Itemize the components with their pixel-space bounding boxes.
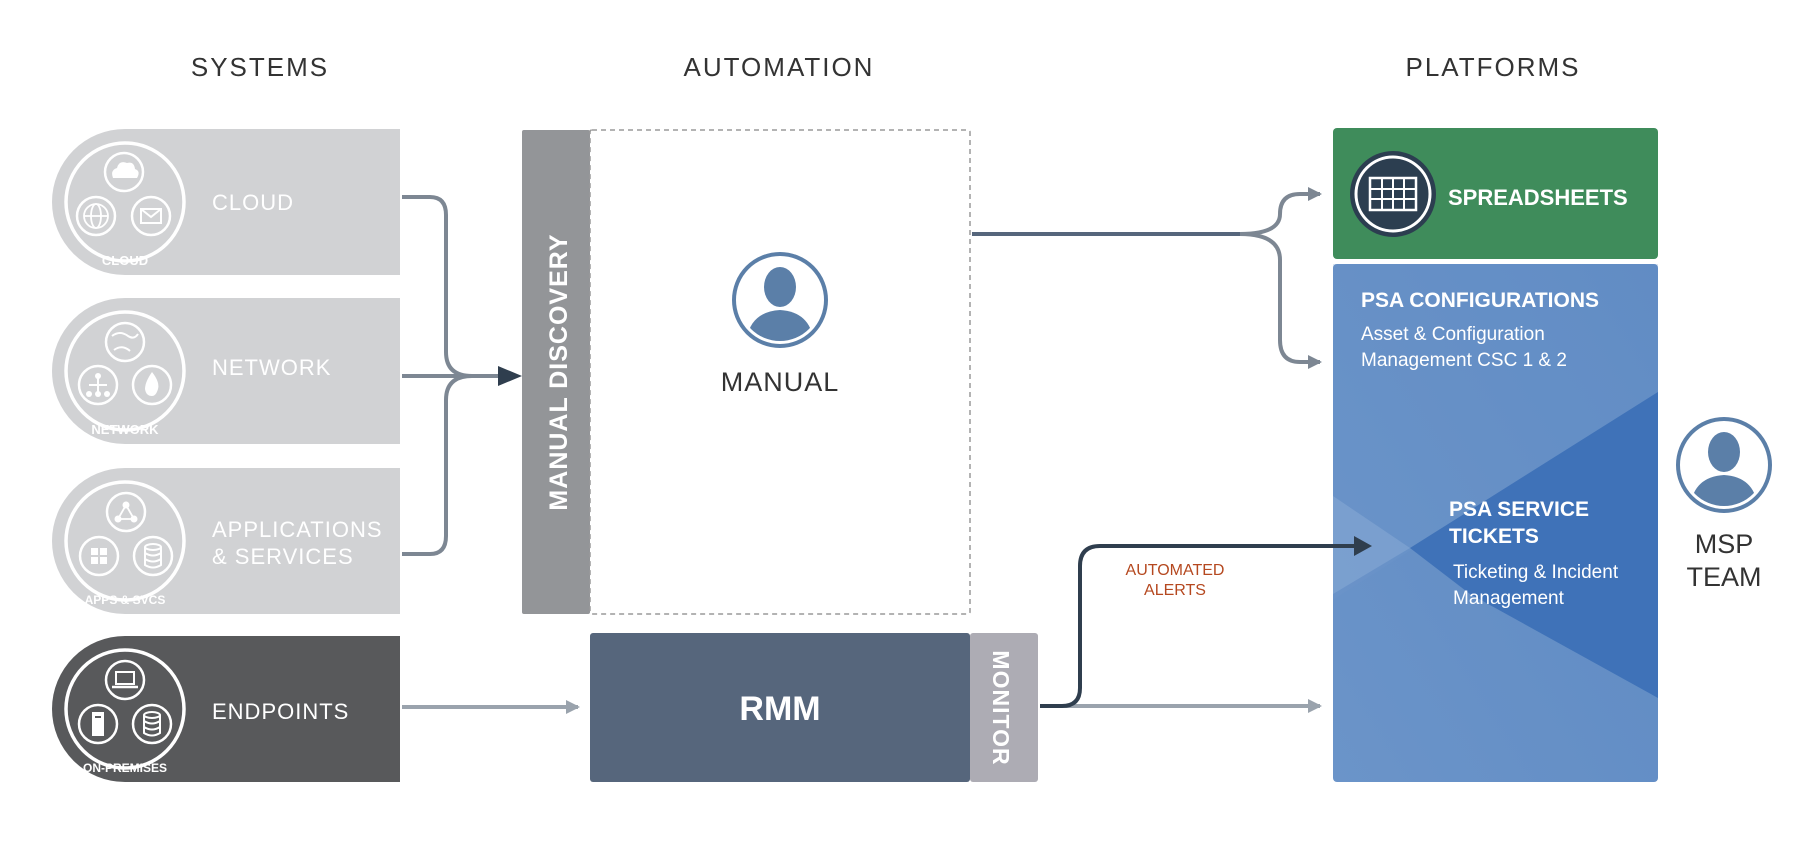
psa-tickets-line1: PSA SERVICE [1449,498,1589,521]
systems-to-discovery-connectors [402,195,500,556]
manual-to-platforms-connectors [972,187,1322,369]
psa-tickets-desc1: Ticketing & Incident [1453,562,1619,583]
world-icon [104,321,146,363]
network-topology-icon [77,364,119,406]
mail-icon [130,195,172,237]
laptop-icon [104,659,146,701]
psa-tickets-shade [1410,392,1658,698]
cloud-badge-text: CLOUD [102,253,148,268]
system-network-label: NETWORK [212,355,331,380]
psa-config-title: PSA CONFIGURATIONS [1361,289,1599,312]
system-apps-label-line1: APPLICATIONS [212,517,383,542]
connector-to-psa-config [1239,232,1322,369]
rmm-label: RMM [739,690,820,728]
manual-discovery-bar [522,130,590,614]
apps-badge-circle [64,480,186,602]
header-systems: SYSTEMS [191,52,329,82]
psa-config-line1: Asset & Configuration [1361,324,1545,345]
firewall-icon [131,364,173,406]
cloud-icon [103,151,145,193]
psa-tickets-desc2: Management [1453,588,1565,609]
manual-discovery-label: MANUAL DISCOVERY [545,233,573,510]
discovery-arrowhead [498,366,522,386]
system-endpoints-box [52,636,400,782]
manual-label: MANUAL [721,367,840,397]
spreadsheets-label: SPREADSHEETS [1448,185,1628,210]
automated-alerts-line2: ALERTS [1144,582,1206,599]
manual-box [589,129,971,615]
system-apps-box [52,468,400,614]
header-platforms: PLATFORMS [1406,52,1581,82]
psa-tickets-highlight [1333,496,1410,594]
desktop-tower-icon [77,703,119,745]
endpoints-badge-text: ON-PREMISES [83,761,167,775]
system-apps-label-line2: & SERVICES [212,544,354,569]
connector-apps [402,374,500,556]
share-icon [105,491,147,533]
header-automation: AUTOMATION [684,52,875,82]
connector-to-spreadsheets [1239,187,1322,236]
system-endpoints-label: ENDPOINTS [212,699,349,724]
rmm-box [590,633,970,782]
msp-team-line2: TEAM [1686,562,1761,592]
system-network: NETWORK NETWORK [52,298,400,444]
msp-team-line1: MSP [1695,529,1754,559]
psa-config-line2: Management CSC 1 & 2 [1361,350,1567,371]
system-cloud-box [52,129,400,275]
system-endpoints: ON-PREMISES ENDPOINTS [52,636,400,782]
system-cloud-label: CLOUD [212,190,294,215]
endpoints-badge-circle [64,648,186,770]
network-badge-text: NETWORK [91,422,159,437]
system-apps: APPS & SVCS APPLICATIONS & SERVICES [52,468,400,614]
psa-config-shade [1333,264,1658,600]
system-cloud: CLOUD CLOUD [52,129,400,275]
server-icon [131,703,173,745]
cloud-badge-circle [64,141,186,263]
globe-icon [75,195,117,237]
psa-tickets-line2: TICKETS [1449,525,1539,548]
network-badge-circle [64,310,186,432]
apps-badge-text: APPS & SVCS [85,593,166,607]
alerts-arrowhead [1354,536,1372,556]
monitor-bar [970,633,1038,782]
connector-automated-alerts [1040,544,1356,708]
automated-alerts-line1: AUTOMATED [1126,562,1225,579]
spreadsheet-grid-icon [1350,151,1436,237]
database-icon [132,535,174,577]
connector-cloud [402,195,500,378]
system-network-box [52,298,400,444]
msp-team-user-icon [1676,417,1772,513]
manual-user-icon [732,252,828,348]
monitor-label: MONITOR [988,650,1014,765]
windows-icon [78,535,120,577]
